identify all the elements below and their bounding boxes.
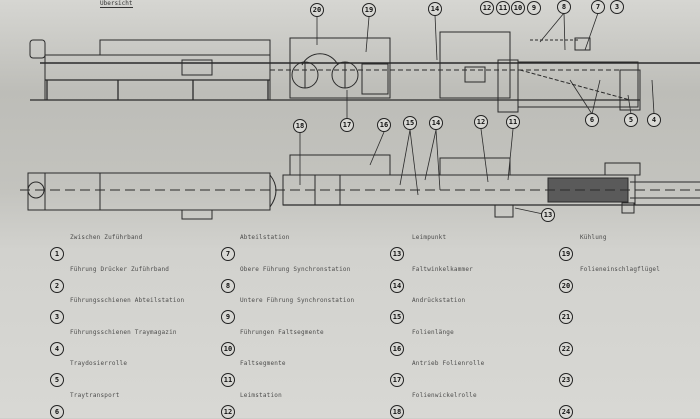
legend-label: Zwischen Zuführband: [70, 234, 143, 241]
legend-number: 17: [390, 373, 404, 387]
legend-number: 2: [50, 278, 64, 293]
legend-number: 15: [390, 310, 404, 324]
callout-leaders: [299, 12, 655, 215]
legend-label: Faltwinkelkammer: [412, 265, 473, 273]
callout-8: 8: [557, 0, 571, 14]
legend-number: 4: [50, 341, 64, 356]
legend-number: 16: [390, 341, 404, 356]
legend-number: 24: [559, 404, 573, 419]
legend-number: 3: [50, 310, 64, 324]
plan-folding-top: [439, 157, 511, 176]
legend-label: Folieneinschlagflügel: [580, 265, 661, 273]
plan-glue-unit: [494, 204, 514, 218]
callout-20: 20: [310, 3, 324, 17]
legend-label: Folienlänge: [412, 328, 454, 336]
callout-13: 13: [541, 208, 555, 222]
legend-label: Antrieb Folienrolle: [412, 360, 485, 367]
plan-control-box: [181, 209, 213, 220]
plan-view: [20, 154, 700, 220]
legend-label: Leimpunkt: [412, 234, 447, 241]
side-glue-column: [497, 59, 519, 113]
side-infeed-body: [44, 54, 271, 101]
callout-11-plan: 11: [506, 115, 520, 129]
legend-number: 6: [50, 404, 64, 419]
side-top-housing: [99, 39, 271, 56]
callout-12: 12: [480, 1, 494, 15]
legend-label: Andrückstation: [412, 297, 466, 304]
side-wrapping-unit: [289, 37, 391, 99]
plan-infeed-body: [99, 172, 271, 211]
legend-label: Leimstation: [240, 391, 282, 399]
legend-number: 8: [221, 278, 235, 293]
legend-label: Obere Führung Synchronstation: [240, 265, 351, 273]
side-drive: [361, 63, 389, 95]
legend-label: Traydosierrolle: [70, 360, 128, 367]
legend-number: 13: [390, 247, 404, 261]
legend-label: Untere Führung Synchronstation: [240, 297, 355, 304]
legend-label: Traytransport: [70, 391, 120, 399]
side-control-box: [181, 59, 213, 76]
legend-label: Kühlung: [580, 234, 607, 241]
legend-label: Führungen Faltsegmente: [240, 328, 324, 336]
callout-14: 14: [428, 2, 442, 16]
side-legs: [45, 79, 270, 100]
callout-19: 19: [362, 3, 376, 17]
legend-number: 11: [221, 373, 235, 387]
side-view: [29, 31, 700, 113]
callout-11: 11: [496, 1, 510, 15]
legend-number: 19: [559, 247, 573, 261]
legend-number: 23: [559, 373, 573, 387]
side-magazine: [619, 69, 641, 111]
legend-label: Faltsegmente: [240, 360, 286, 367]
legend-number: 7: [221, 247, 235, 261]
side-folding-unit: [439, 31, 511, 99]
legend-label: Führung Drücker Zuführband: [70, 265, 170, 273]
legend-number: 22: [559, 341, 573, 356]
legend-number: 1: [50, 247, 64, 261]
legend-number: 21: [559, 310, 573, 324]
legend-number: 10: [221, 341, 235, 356]
legend-label: Führungsschienen Abteilstation: [70, 297, 185, 304]
legend-label: Folienwickelrolle: [412, 391, 477, 399]
callout-18: 18: [293, 119, 307, 133]
callout-9: 9: [527, 1, 541, 15]
plan-end-roll: [27, 172, 46, 211]
drawing-title: Übersicht: [100, 0, 133, 8]
legend-number: 5: [50, 373, 64, 387]
side-end-cylinder: [29, 39, 46, 59]
callout-17: 17: [340, 118, 354, 132]
side-motor: [464, 66, 486, 83]
callout-14-plan: 14: [429, 116, 443, 130]
side-flap-wheel: [301, 53, 339, 66]
plan-wrapping-top: [289, 154, 391, 176]
callout-16: 16: [377, 118, 391, 132]
callout-6: 6: [585, 113, 599, 127]
callout-5: 5: [624, 113, 638, 127]
legend-number: 9: [221, 310, 235, 324]
legend-number: 18: [390, 404, 404, 419]
callout-12-plan: 12: [474, 115, 488, 129]
callout-10: 10: [511, 1, 525, 15]
callout-15: 15: [403, 116, 417, 130]
callout-3: 3: [610, 0, 624, 14]
legend-number: 12: [221, 404, 235, 419]
legend-label: Abteilstation: [240, 234, 290, 241]
side-tray-unit: [517, 61, 639, 108]
callout-7: 7: [591, 0, 605, 14]
legend-number: 14: [390, 278, 404, 293]
legend-number: 20: [559, 278, 573, 293]
legend-label: Führungsschienen Traymagazin: [70, 328, 177, 336]
callout-4: 4: [647, 113, 661, 127]
